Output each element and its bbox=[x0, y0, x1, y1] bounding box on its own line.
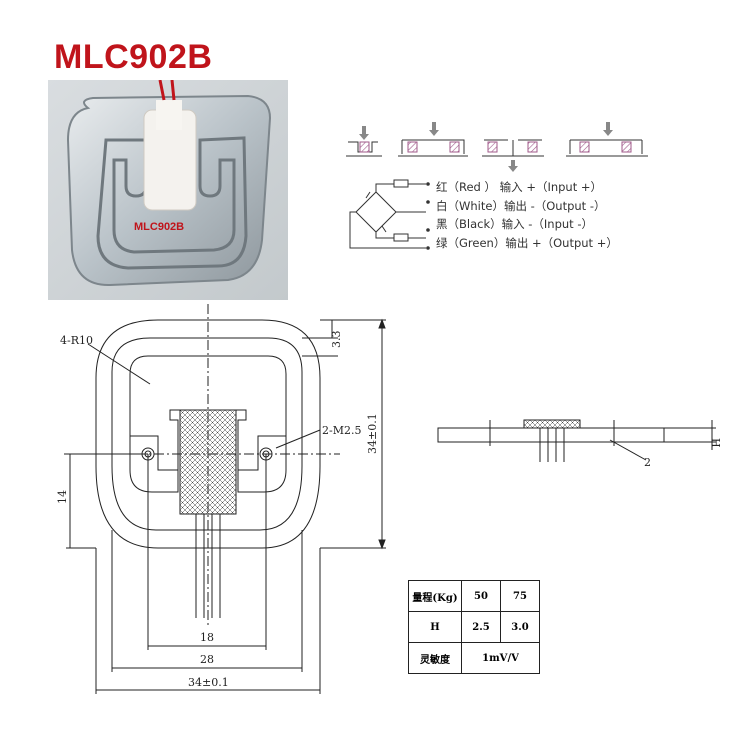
loading-case-2 bbox=[398, 122, 468, 157]
dim-height: 34±0.1 bbox=[366, 413, 379, 454]
spec-table: 量程(Kg) 50 75 H 2.5 3.0 灵敏度 1mV/V bbox=[408, 580, 540, 674]
side-view bbox=[437, 419, 716, 462]
table-cell: H bbox=[408, 611, 462, 643]
wire-red-label: 红（Red ） 输入 +（Input +） bbox=[436, 180, 603, 194]
dim-left: 14 bbox=[56, 490, 69, 504]
wiring-legend: 红（Red ） 输入 +（Input +） 白（White）输出 -（Outpu… bbox=[436, 178, 618, 252]
product-photo: MLC902B bbox=[48, 80, 288, 300]
wire-black-label: 黑（Black）输入 -（Input -） bbox=[436, 217, 594, 231]
loading-case-4 bbox=[566, 122, 648, 157]
hole-callout: 2-M2.5 bbox=[322, 424, 361, 437]
wire-green-label: 绿（Green）输出 +（Output +） bbox=[436, 235, 618, 250]
table-cell: 3.0 bbox=[500, 611, 540, 643]
dim-outer-width: 34±0.1 bbox=[188, 676, 229, 689]
table-cell: 灵敏度 bbox=[408, 642, 462, 674]
loading-case-3 bbox=[482, 139, 544, 172]
dim-inner-width: 18 bbox=[200, 631, 214, 644]
table-cell: 1mV/V bbox=[461, 642, 540, 674]
wire-white-label: 白（White）输出 -（Output -） bbox=[436, 198, 606, 213]
loading-case-1 bbox=[346, 126, 382, 157]
table-row: 量程(Kg) 50 75 bbox=[408, 580, 540, 612]
dim-side-h: H bbox=[709, 438, 722, 448]
product-title: MLC902B bbox=[54, 38, 213, 76]
table-cell: 量程(Kg) bbox=[408, 580, 462, 612]
strain-gauge-area bbox=[179, 409, 237, 515]
table-cell: 50 bbox=[461, 580, 501, 612]
table-cell: 2.5 bbox=[461, 611, 501, 643]
mechanical-drawing: 4-R10 2-M2.5 3.3 34±0.1 14 18 28 34±0.1 … bbox=[56, 304, 722, 694]
table-cell: 75 bbox=[500, 580, 540, 612]
dim-top-offset: 3.3 bbox=[330, 331, 343, 349]
dim-middle-width: 28 bbox=[200, 653, 214, 666]
dim-side-thickness: 2 bbox=[644, 456, 651, 469]
loading-and-wiring-diagram bbox=[346, 122, 648, 250]
table-row: H 2.5 3.0 bbox=[408, 611, 540, 643]
photo-label: MLC902B bbox=[134, 221, 184, 233]
table-row: 灵敏度 1mV/V bbox=[408, 642, 540, 674]
outer-outline bbox=[95, 319, 321, 549]
radius-callout: 4-R10 bbox=[60, 334, 93, 347]
wheatstone-bridge bbox=[349, 179, 426, 249]
